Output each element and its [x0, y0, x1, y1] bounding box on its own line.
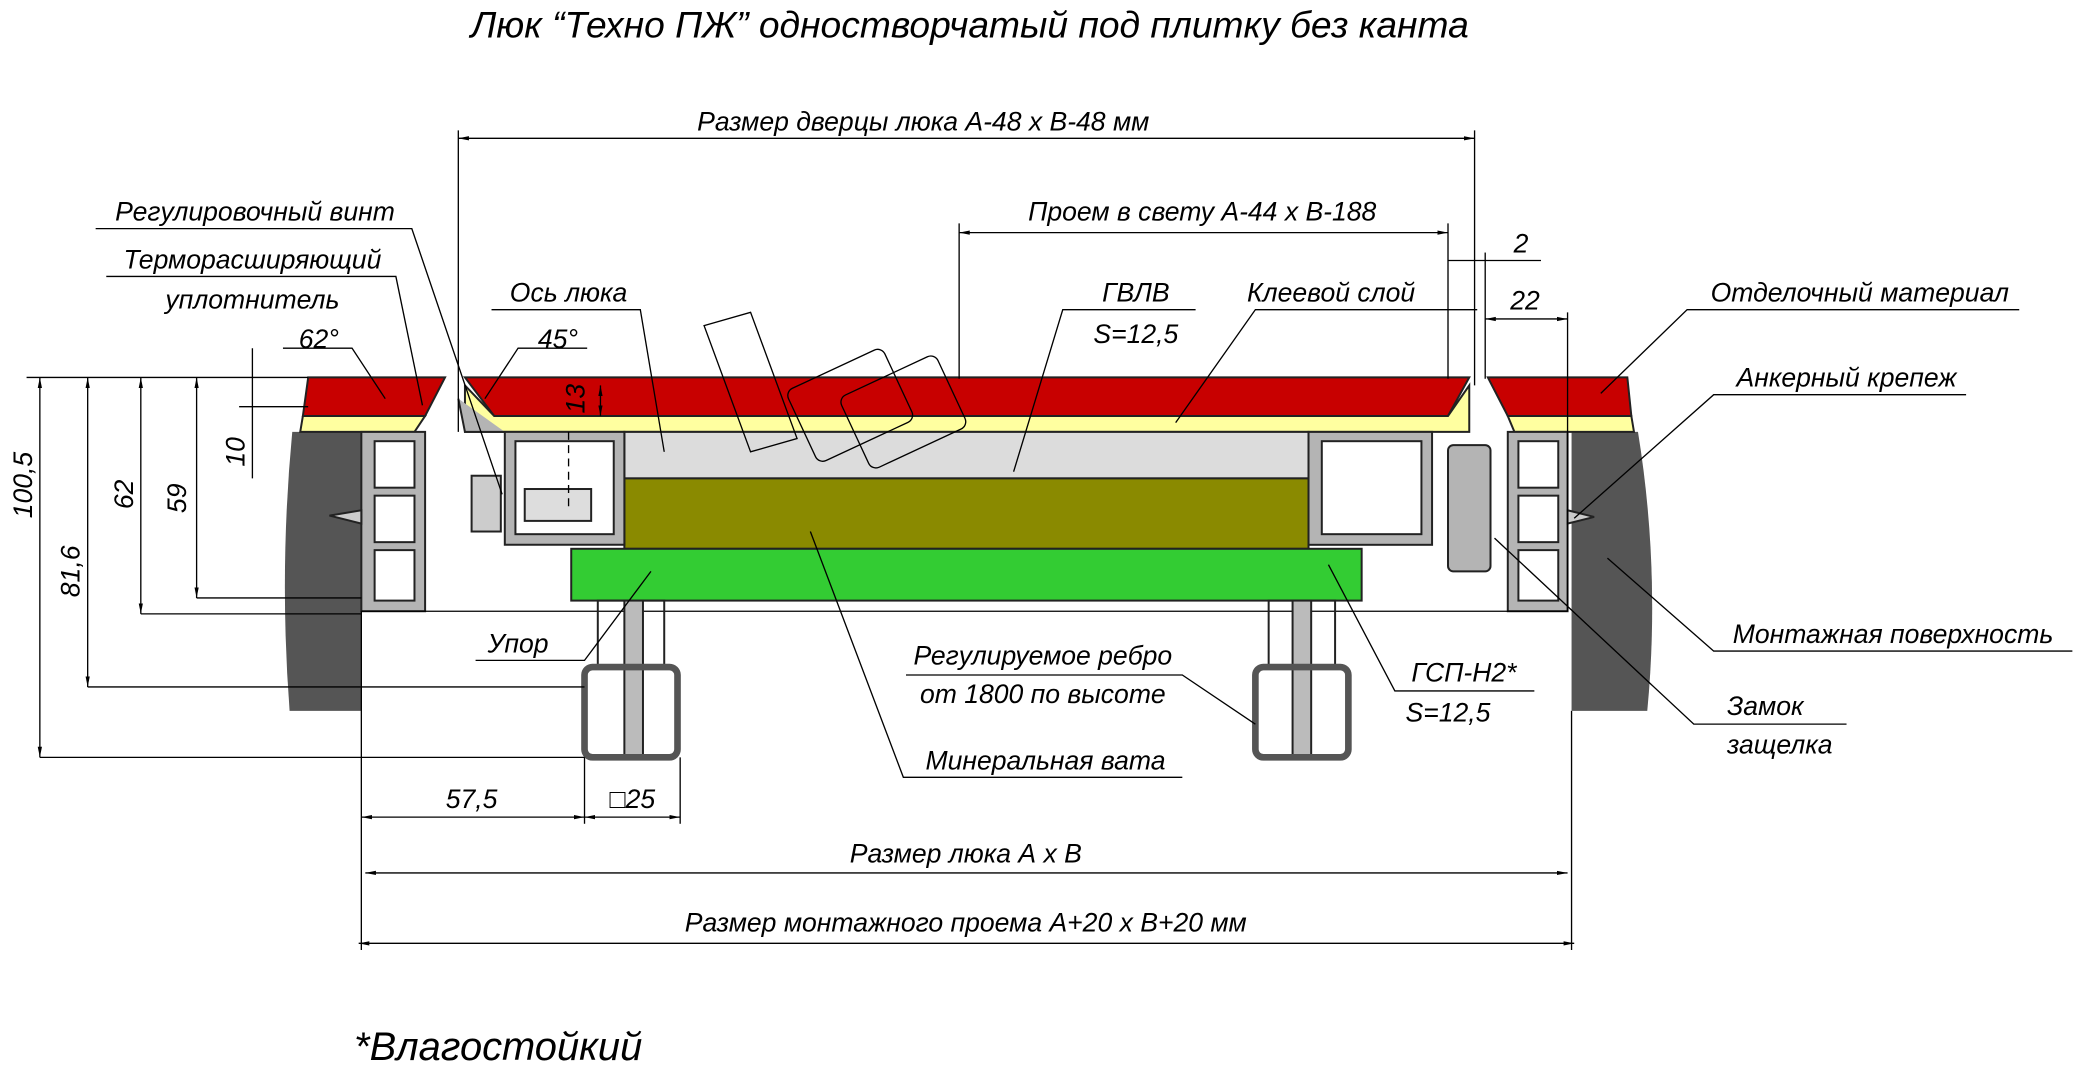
- dim-10: 10: [220, 437, 250, 467]
- open-door-ghost: [703, 311, 967, 469]
- hatch-size-dim: Размер люка А х В: [850, 838, 1082, 868]
- label-anchor: Анкерный крепеж: [1735, 363, 1959, 393]
- label-lock-line2: защелка: [1726, 729, 1833, 759]
- label-mineral-wool: Минеральная вата: [926, 745, 1166, 775]
- label-mount-surface: Монтажная поверхность: [1733, 619, 2054, 649]
- drawing-title: Люк “Техно ПЖ” одностворчатый под плитку…: [469, 3, 1469, 45]
- label-rib-line2: от 1800 по высоте: [920, 679, 1166, 709]
- label-gvlv: ГВЛВ: [1102, 278, 1169, 308]
- finish-layer: [301, 376, 1633, 417]
- angle-62-dim: 62°: [299, 324, 339, 354]
- door-frame-left: [457, 398, 626, 546]
- leader-lines: [95, 227, 2073, 778]
- gap-dim: 2: [1513, 229, 1529, 259]
- label-adjust-screw: Регулировочный винт: [115, 197, 395, 227]
- rib-square-dim: □25: [610, 784, 656, 814]
- mounting-opening-dim: Размер монтажного проема А+20 х В+20 мм: [685, 907, 1247, 937]
- label-seal-line2: уплотнитель: [163, 284, 339, 314]
- gsp-board: [570, 547, 1363, 602]
- dim-62: 62: [109, 479, 139, 509]
- label-finish-material: Отделочный материал: [1711, 278, 2009, 308]
- label-glue-layer: Клеевой слой: [1247, 278, 1415, 308]
- dimension-lines: [37, 136, 1575, 946]
- wall-right: [1571, 431, 1653, 711]
- frame-width-dim: 22: [1509, 286, 1540, 316]
- footnote: *Влагостойкий: [354, 1025, 642, 1069]
- dim-100-5: 100,5: [8, 452, 38, 519]
- lock-latch: [1447, 444, 1492, 573]
- wall-left: [284, 431, 362, 711]
- rib-left: [581, 599, 681, 761]
- label-gvlv-thickness: S=12,5: [1093, 319, 1178, 349]
- mineral-wool: [623, 477, 1310, 550]
- door-size-dim: Размер дверцы люка А-48 х В-48 мм: [697, 106, 1149, 136]
- dim-13: 13: [561, 384, 591, 414]
- label-stop: Упор: [487, 628, 549, 658]
- angle-45-dim: 45°: [538, 324, 578, 354]
- rib-right: [1252, 599, 1352, 761]
- label-seal-line1: Терморасширяющий: [123, 244, 381, 274]
- label-rib-line1: Регулируемое ребро: [913, 640, 1172, 670]
- label-hatch-axis: Ось люка: [510, 278, 627, 308]
- label-gsp: ГСП-Н2*: [1411, 658, 1518, 688]
- clear-opening-dim: Проем в свету А-44 х В-188: [1028, 197, 1376, 227]
- dim-57-5: 57,5: [446, 784, 498, 814]
- extension-lines: [26, 130, 1573, 950]
- gvlv-board: [623, 430, 1310, 480]
- label-lock-line1: Замок: [1727, 691, 1805, 721]
- dim-59: 59: [162, 483, 192, 513]
- label-gsp-thickness: S=12,5: [1406, 697, 1491, 727]
- dim-81-6: 81,6: [56, 545, 86, 597]
- door-frame-right: [1307, 430, 1434, 546]
